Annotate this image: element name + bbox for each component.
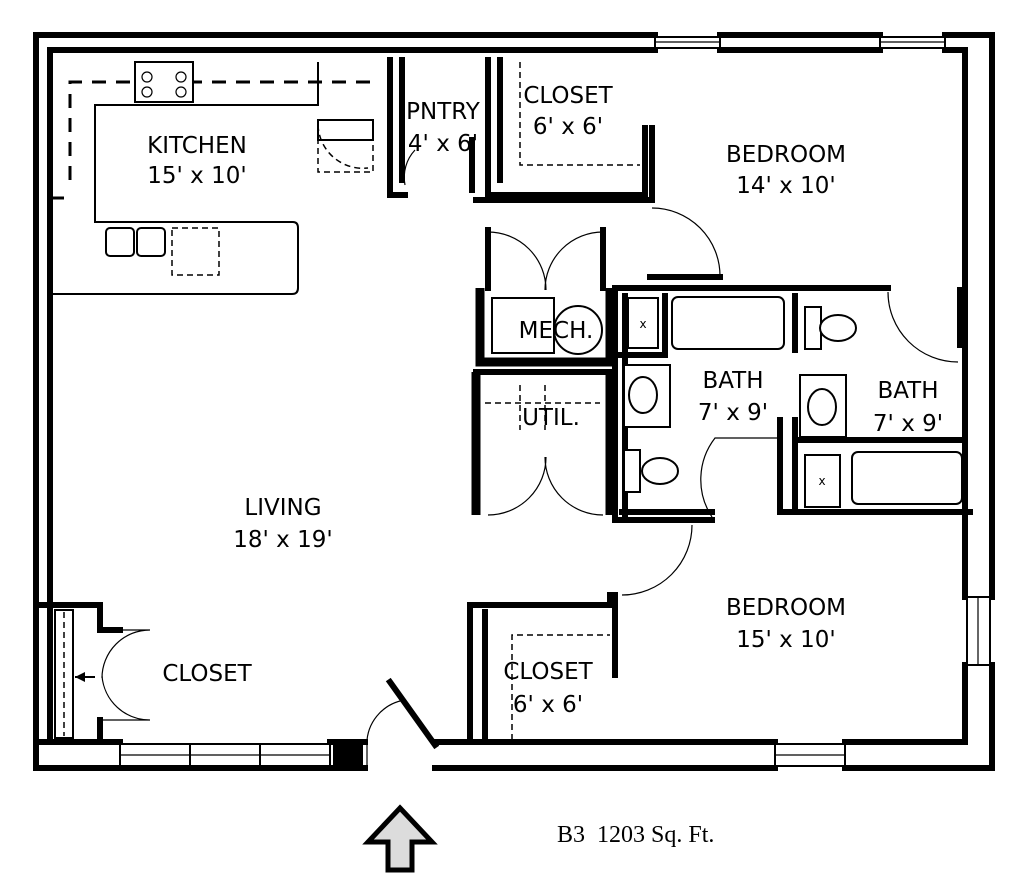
closet-bottom-size: 6' x 6' [513, 692, 583, 718]
sink-icon [105, 227, 135, 257]
windows [119, 36, 991, 767]
living-size: 18' x 19' [233, 527, 332, 553]
closet-bottom-label: CLOSET [503, 659, 593, 685]
room-labels: KITCHEN 15' x 10' PNTRY 4' x 6' CLOSET 6… [147, 83, 943, 718]
svg-text:x: x [818, 474, 825, 488]
unit-caption: B3 1203 Sq. Ft. [557, 822, 714, 848]
interior-walls [37, 57, 973, 750]
living-label: LIVING [244, 495, 321, 521]
bedroom-bottom-label: BEDROOM [726, 595, 846, 621]
bath-right-label: BATH [877, 378, 938, 404]
shower-icon [627, 297, 659, 349]
kitchen-size: 15' x 10' [147, 163, 246, 189]
kitchen-fixtures [50, 61, 375, 295]
pantry-size: 4' x 6' [408, 131, 478, 157]
closet-shelves [54, 62, 640, 740]
bath-fixtures: x x [485, 296, 963, 508]
bedroom-top-label: BEDROOM [726, 142, 846, 168]
door-swings [100, 149, 959, 768]
util-label: UTIL. [522, 405, 580, 431]
closet-top-size: 6' x 6' [533, 114, 603, 140]
bath-center-label: BATH [702, 368, 763, 394]
svg-text:x: x [639, 317, 646, 331]
closet-top-label: CLOSET [523, 83, 613, 109]
exterior-walls [33, 32, 995, 771]
bedroom-bottom-size: 15' x 10' [736, 627, 835, 653]
bathtub-icon [671, 296, 785, 350]
bathtub-icon [851, 451, 963, 505]
toilet-icon [628, 376, 658, 414]
bedroom-top-size: 14' x 10' [736, 173, 835, 199]
closet-entry-label: CLOSET [162, 661, 252, 687]
up-arrow-icon [362, 804, 438, 873]
mech-label: MECH. [519, 318, 594, 344]
bath-right-size: 7' x 9' [873, 411, 943, 437]
pantry-label: PNTRY [406, 99, 481, 125]
kitchen-label: KITCHEN [147, 133, 247, 159]
bath-center-size: 7' x 9' [698, 400, 768, 426]
